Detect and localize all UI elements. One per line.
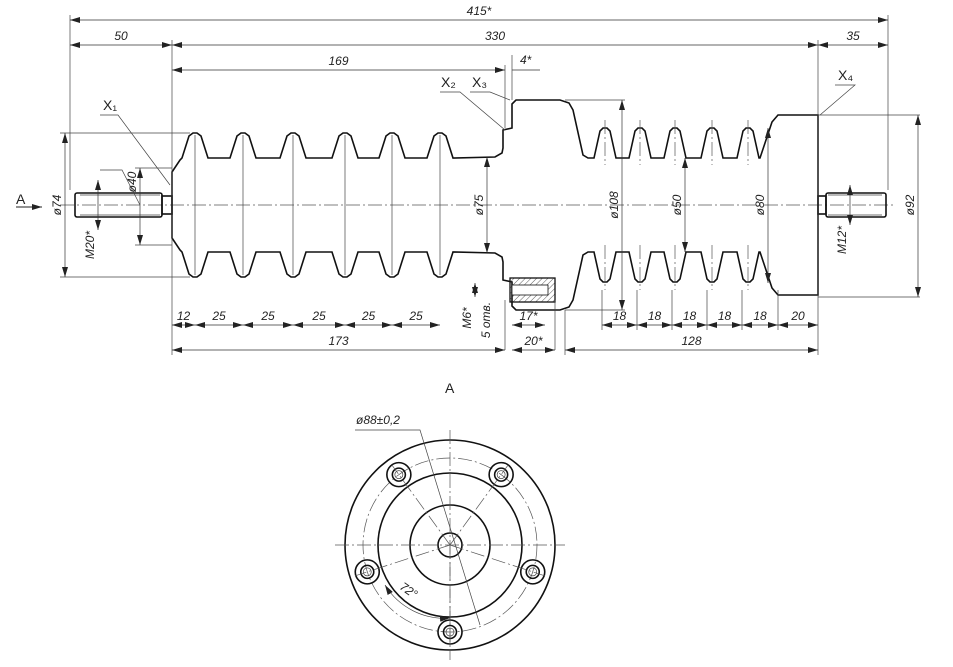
dim-pitch-left: 25	[260, 309, 275, 323]
leader-x1: X₁	[103, 97, 117, 113]
dim-pitch-right: 18	[753, 309, 767, 323]
dim-pitch-left: 25	[311, 309, 326, 323]
dim-d92: ø92	[903, 194, 917, 215]
dim-pitch-right: 18	[683, 309, 697, 323]
bolt-hole	[449, 461, 514, 546]
end-view	[335, 429, 565, 660]
dim-step: 4*	[520, 53, 532, 67]
bolt-hole	[449, 544, 546, 585]
dim-d75: ø75	[472, 194, 486, 215]
leader-lines	[100, 84, 856, 206]
dim-m12: M12*	[835, 226, 849, 254]
dim-pitch-right: 18	[718, 309, 732, 323]
dim-insert-depth: 17*	[519, 309, 537, 323]
bolt-hole	[354, 544, 451, 585]
dim-pitch-left: 25	[361, 309, 376, 323]
dim-pitch-left: 25	[211, 309, 226, 323]
extension-lines	[60, 15, 920, 355]
dim-d74: ø74	[50, 194, 64, 215]
leader-x2: X₂	[441, 74, 456, 90]
dim-d50: ø50	[670, 194, 684, 215]
dim-pitch-right: 18	[613, 309, 627, 323]
bolt-circle-dim: ø88±0,2	[356, 413, 400, 427]
dim-holes: 5 отв.	[479, 302, 493, 338]
dim-m20: M20*	[83, 231, 97, 259]
dim-right-end: 20	[790, 309, 805, 323]
dim-m6: M6*	[460, 307, 474, 329]
leader-x4: X₄	[838, 67, 853, 83]
dim-right-stud: 35	[846, 29, 860, 43]
dim-body: 330	[485, 29, 505, 43]
dim-left-total: 173	[328, 334, 348, 348]
dim-overall: 415*	[467, 4, 492, 18]
dim-first-pitch: 12	[177, 309, 191, 323]
bolt-hole	[386, 461, 451, 546]
view-label: A	[16, 191, 26, 207]
dim-d80: ø80	[753, 194, 767, 215]
shed-axis-lines	[194, 120, 749, 290]
dim-pitch-right: 18	[648, 309, 662, 323]
dim-d108: ø108	[607, 191, 621, 219]
dim-right-total: 128	[681, 334, 701, 348]
bolt-hole	[437, 545, 463, 645]
dim-d40: ø40	[125, 171, 139, 192]
leader-x3: X₃	[472, 74, 487, 90]
dim-pitch-left: 25	[408, 309, 423, 323]
section-label: A	[445, 380, 455, 396]
dim-left-part: 169	[328, 54, 348, 68]
threaded-insert	[509, 277, 556, 303]
dim-insert-len: 20*	[523, 334, 542, 348]
right-stud	[817, 192, 887, 218]
dim-left-stud: 50	[114, 29, 128, 43]
